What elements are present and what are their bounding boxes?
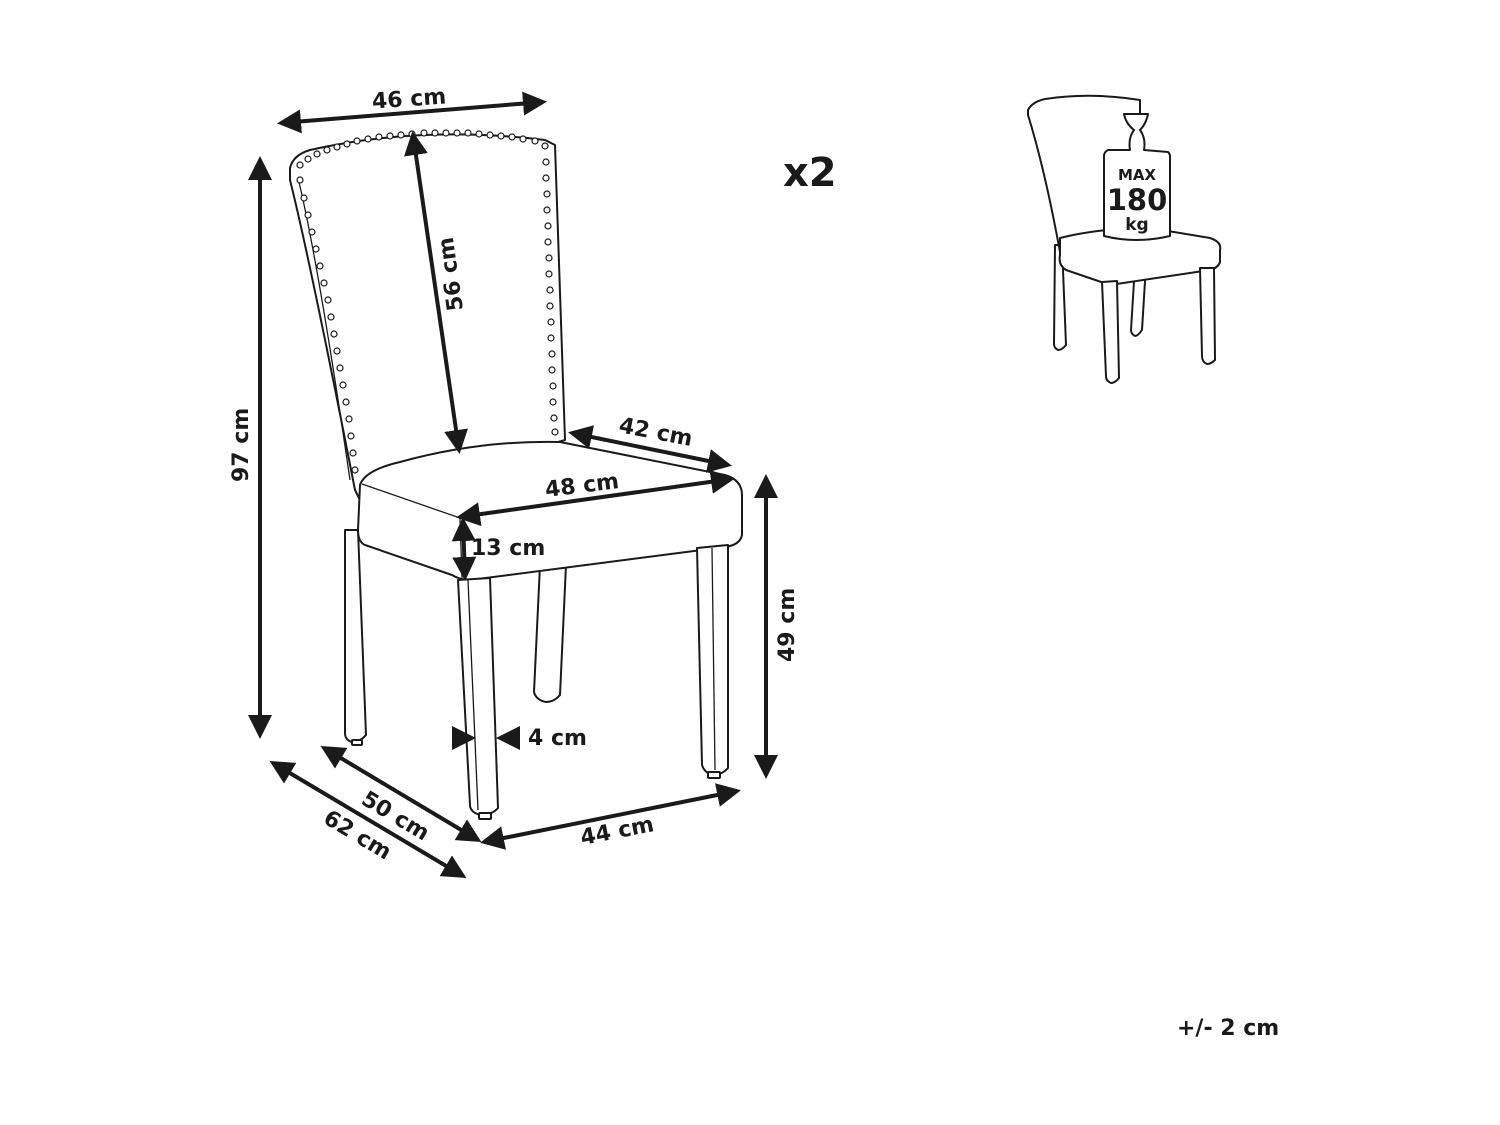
dimension-labels: 46 cm 56 cm 97 cm 42 cm 48 cm 13 cm 49 c…: [229, 85, 800, 866]
back-right-leg: [533, 564, 567, 703]
back-left-leg: [344, 529, 367, 743]
dimension-lines: [248, 91, 778, 879]
tolerance-note: +/- 2 cm: [1177, 1016, 1280, 1041]
weight-icon: [1103, 113, 1171, 241]
seat-cushion: [357, 440, 743, 581]
load-capacity-illustration: MAX 180 kg: [1027, 94, 1222, 384]
label-seat-thickness: 13 cm: [471, 536, 545, 561]
main-chair-drawing: [289, 129, 743, 820]
label-seat-height: 49 cm: [775, 588, 800, 662]
leg-width-span-arrow: [480, 783, 741, 850]
seat-width-arrow: [456, 469, 735, 527]
label-leg-width-span: 44 cm: [578, 812, 656, 851]
label-back-width: 46 cm: [371, 85, 447, 115]
nailhead-studs: [296, 129, 559, 474]
back-height-arrow: [404, 131, 468, 454]
load-unit-label: kg: [1125, 215, 1148, 235]
total-depth-arrow: [269, 760, 467, 879]
label-leg-width: 4 cm: [528, 726, 587, 751]
seat-depth-arrow: [568, 425, 732, 473]
seat-thickness-arrow: [451, 517, 477, 581]
quantity-label: x2: [783, 150, 837, 196]
label-total-height: 97 cm: [229, 408, 254, 482]
load-value-label: 180: [1107, 183, 1168, 217]
back-width-arrow: [277, 91, 547, 134]
front-left-leg: [457, 577, 499, 816]
load-max-label: MAX: [1118, 166, 1157, 184]
